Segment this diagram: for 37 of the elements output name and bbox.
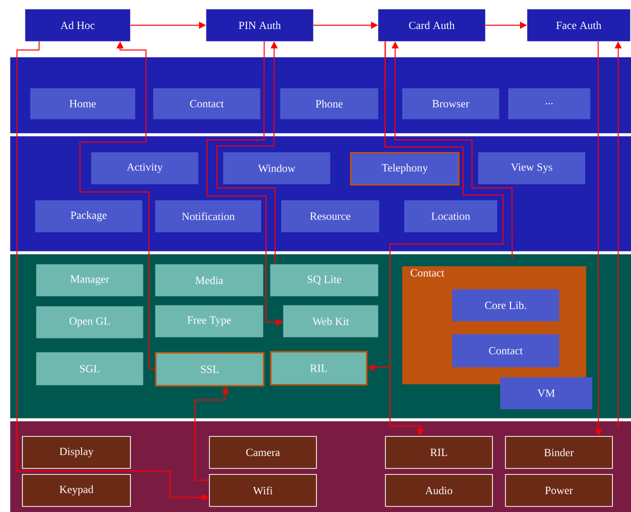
module-box: Window bbox=[223, 152, 330, 184]
module-box: Telephony bbox=[350, 152, 460, 186]
process-box: Ad Hoc bbox=[25, 9, 130, 42]
driver-box: Wifi bbox=[209, 474, 317, 507]
module-box: Contact bbox=[452, 334, 560, 368]
module-box: ... bbox=[508, 88, 590, 120]
driver-box: Audio bbox=[385, 474, 493, 507]
module-box: Phone bbox=[280, 88, 378, 120]
module-box: Manager bbox=[36, 264, 144, 296]
module-box: View Sys bbox=[478, 152, 586, 184]
module-box: Open GL bbox=[36, 306, 144, 338]
module-box: Home bbox=[30, 88, 136, 120]
process-box: PIN Auth bbox=[206, 9, 314, 42]
module-box: Notification bbox=[155, 200, 262, 232]
driver-box: Power bbox=[505, 474, 613, 507]
module-box: RIL bbox=[270, 351, 368, 386]
driver-box: Display bbox=[22, 436, 131, 469]
module-box: Browser bbox=[402, 88, 500, 120]
process-box: Face Auth bbox=[527, 9, 630, 42]
process-box: Card Auth bbox=[378, 9, 486, 42]
module-box: Location bbox=[404, 200, 498, 232]
module-box: Contact bbox=[153, 88, 260, 120]
module-box: Media bbox=[155, 264, 264, 296]
module-box: VM bbox=[500, 377, 592, 410]
module-box: Resource bbox=[281, 200, 380, 232]
driver-box: RIL bbox=[385, 436, 493, 469]
module-box: SGL bbox=[36, 352, 144, 386]
module-box: Web Kit bbox=[283, 305, 378, 338]
module-box: Free Type bbox=[155, 305, 264, 338]
module-box: SQ Lite bbox=[270, 264, 378, 296]
driver-box: Binder bbox=[505, 436, 613, 469]
module-box: Core Lib. bbox=[452, 289, 560, 322]
module-box: SSL bbox=[155, 352, 264, 386]
module-box: Package bbox=[35, 200, 142, 232]
module-box: Activity bbox=[91, 152, 198, 184]
driver-box: Camera bbox=[209, 436, 317, 469]
driver-box: Keypad bbox=[22, 474, 131, 507]
